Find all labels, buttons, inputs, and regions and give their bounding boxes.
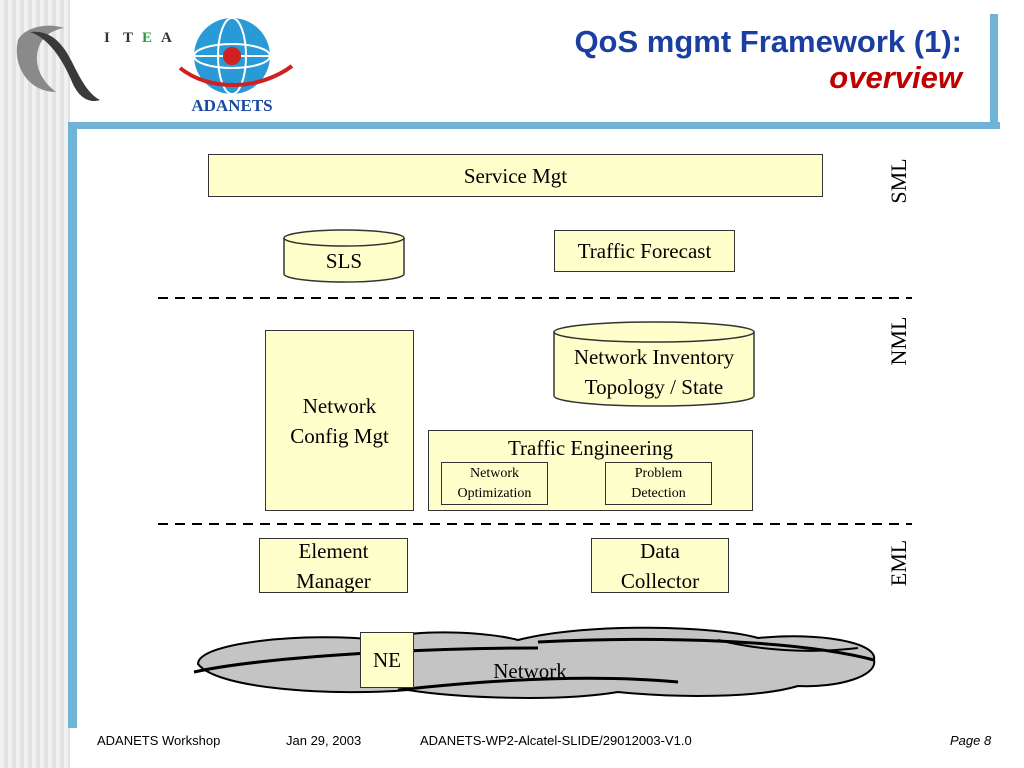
network-optimization-line1: Network [470,465,519,481]
footer-page-number: Page 8 [950,733,992,748]
footer-workshop: ADANETS Workshop [97,733,221,748]
itea-letter: T [123,30,133,46]
sls-label: SLS [325,249,363,273]
problem-detection-line1: Problem [634,465,683,481]
network-inventory-label: Network Inventory Topology / State [554,342,754,402]
slide-title-line2: overview [829,60,962,95]
network-optimization-line2: Optimization [457,485,532,501]
nml-layer-label: NML [886,316,911,366]
service-mgt-box: Service Mgt [208,154,823,197]
left-stripes-decoration [0,0,70,768]
network-config-line1: Network [302,393,377,418]
element-manager-line2: Manager [296,568,371,593]
data-collector-line2: Collector [620,568,700,593]
data-collector-box: Data Collector [591,538,729,593]
sml-layer-label: SML [886,158,911,204]
traffic-engineering-box: Traffic Engineering Network Optimization… [428,430,753,511]
element-manager-box: Element Manager [259,538,408,593]
network-config-line2: Config Mgt [290,423,389,448]
problem-detection-box: Problem Detection [605,462,712,505]
network-inventory-database-icon [553,321,755,407]
itea-adanets-logo: I T E A ADANETS [16,17,294,115]
adanets-logo-text: ADANETS [191,96,272,115]
problem-detection-line2: Detection [631,485,686,501]
footer-date: Jan 29, 2003 [286,733,362,748]
network-optimization-box: Network Optimization [441,462,548,505]
traffic-engineering-title: Traffic Engineering [507,436,674,460]
eml-layer-label: EML [886,539,911,587]
slide-title: QoS mgmt Framework (1): overview [574,24,962,96]
right-accent-bar [990,14,998,126]
itea-letter: E [142,30,152,46]
ne-box: NE [360,632,414,688]
sls-database-icon [283,229,405,283]
left-accent-bar [68,124,77,728]
slide-title-line1: QoS mgmt Framework (1): [574,24,962,59]
globe-icon [178,17,294,95]
footer-doc-id: ADANETS-WP2-Alcatel-SLIDE/29012003-V1.0 [420,733,692,748]
data-collector-line1: Data [640,538,680,563]
itea-letter: I [104,30,110,46]
network-label: Network [493,659,567,683]
header-accent-bar [68,122,1000,129]
network-inventory-line1: Network Inventory [573,345,735,369]
network-inventory-line2: Topology / State [584,375,724,399]
element-manager-line1: Element [298,538,369,563]
traffic-forecast-box: Traffic Forecast [554,230,735,272]
network-config-mgt-box: Network Config Mgt [265,330,414,511]
itea-letter: A [161,30,172,46]
qos-framework-diagram: Service Mgt SLS Traffic Forecast Network… [158,142,912,708]
